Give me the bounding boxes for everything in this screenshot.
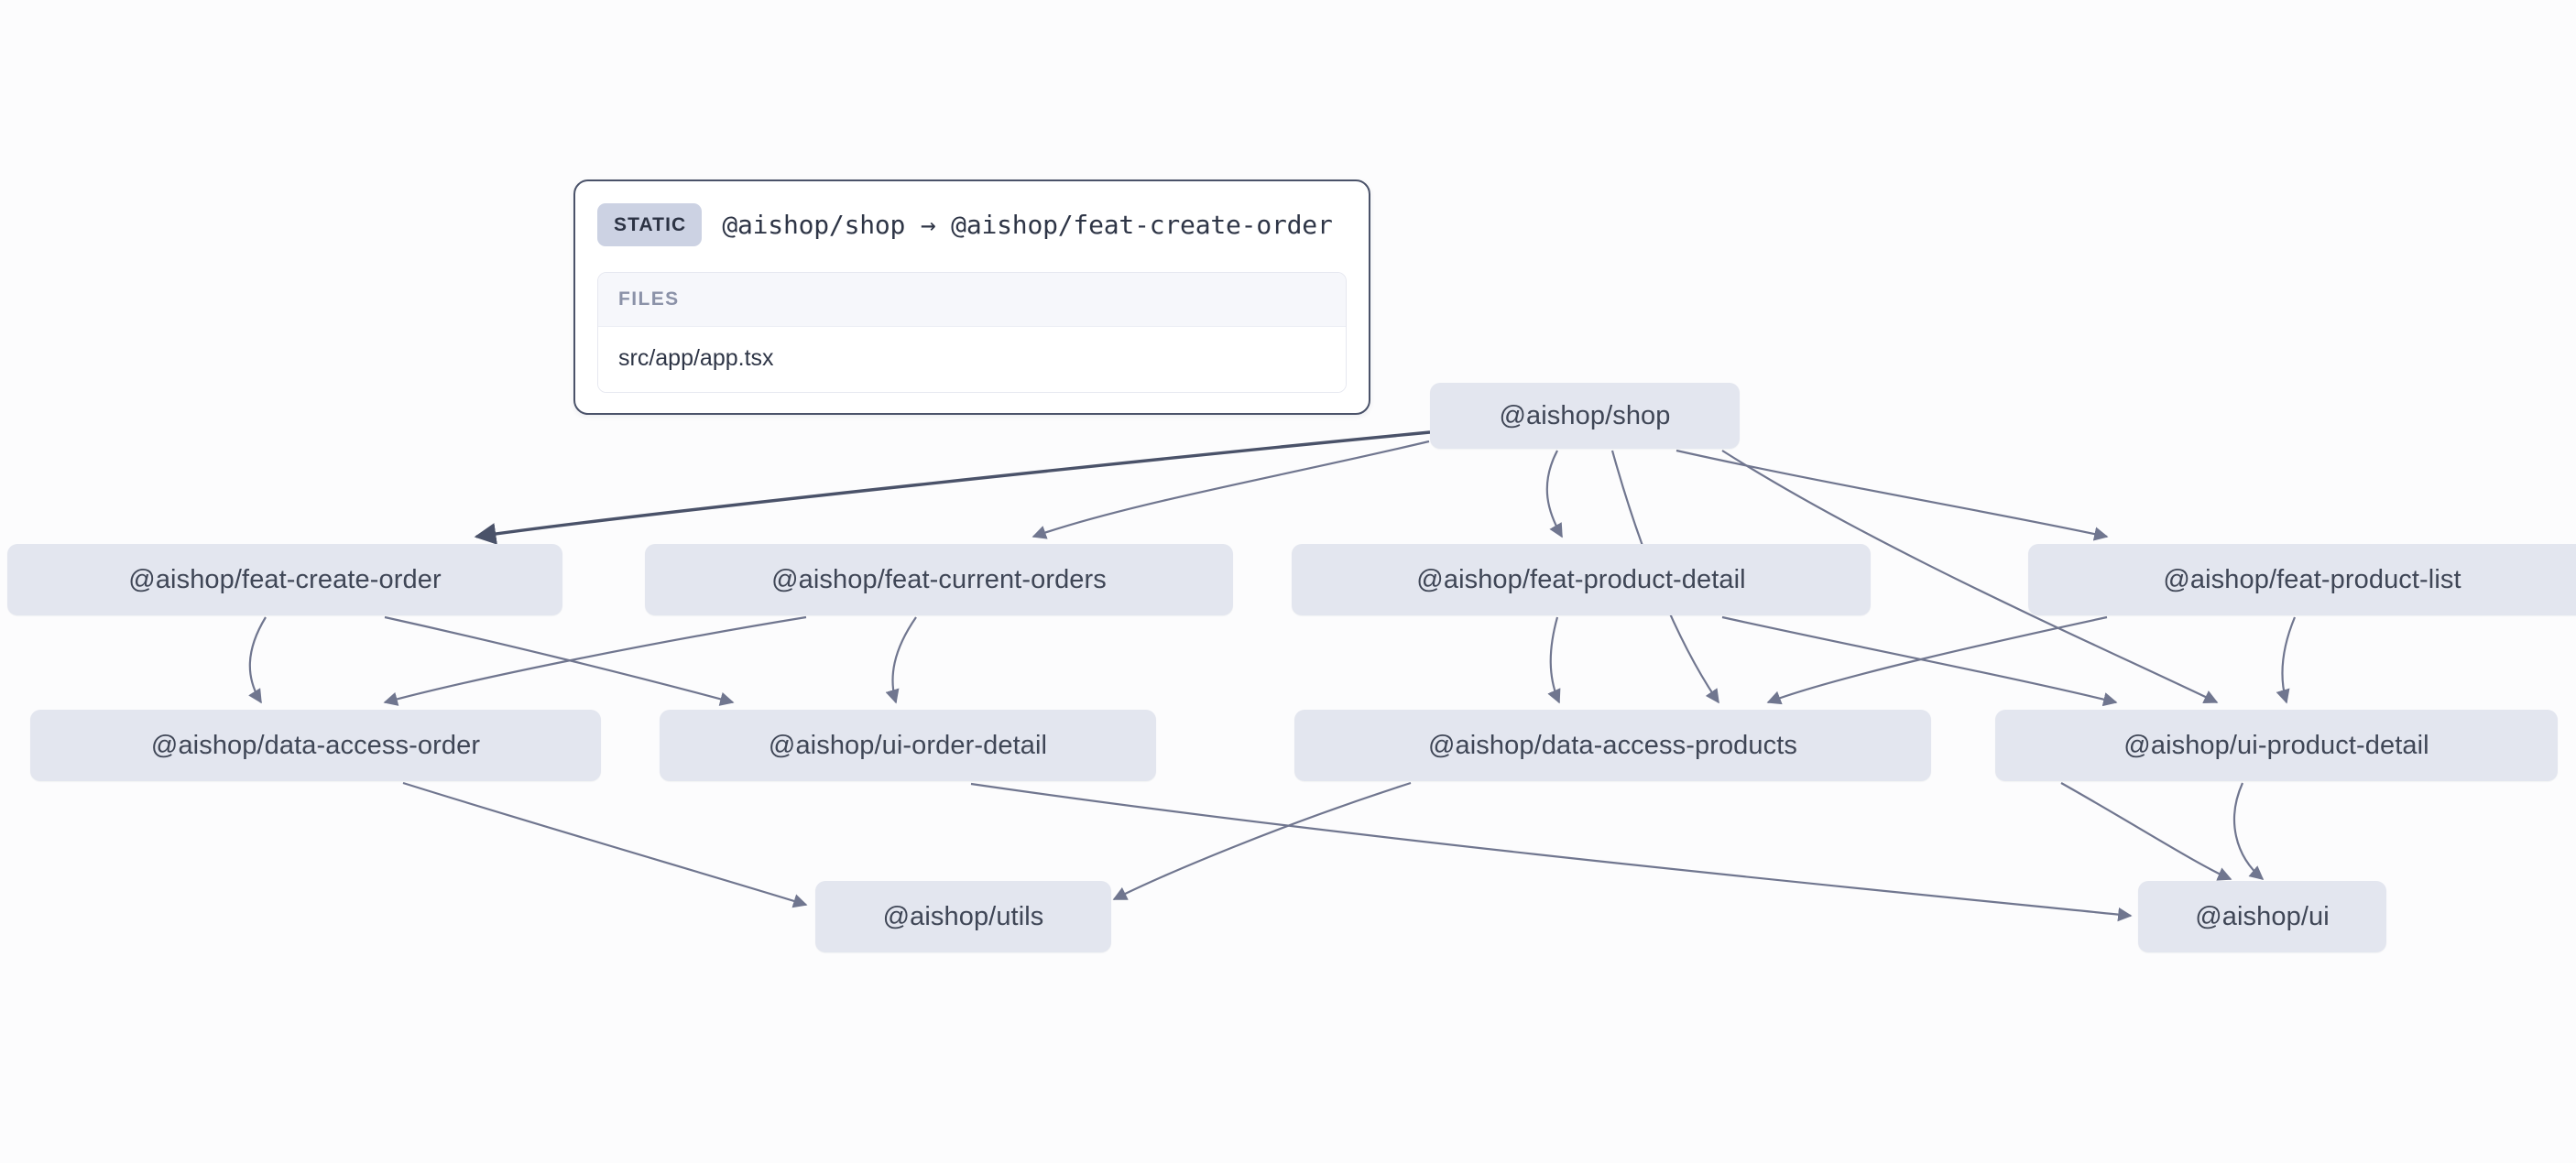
graph-edge-ui-product-detail-to-ui[interactable] [2232, 782, 2265, 880]
edge-detail-tooltip[interactable]: STATIC @aishop/shop → @aishop/feat-creat… [573, 179, 1370, 415]
graph-edge-feat-create-order-to-ui-order-detail[interactable] [384, 615, 735, 706]
graph-node-ui-order-detail[interactable]: @aishop/ui-order-detail [660, 710, 1156, 781]
graph-edge-shop-to-feat-create-order[interactable] [474, 430, 1431, 545]
graph-node-feat-create-order[interactable]: @aishop/feat-create-order [7, 544, 562, 615]
graph-edge-ui-order-detail-to-ui[interactable] [970, 782, 2133, 922]
file-row: src/app/app.tsx [598, 327, 1346, 392]
graph-node-feat-product-list[interactable]: @aishop/feat-product-list [2028, 544, 2576, 615]
files-panel: FILES src/app/app.tsx [597, 272, 1347, 393]
graph-edge-feat-product-detail-to-data-access-products[interactable] [1547, 616, 1561, 704]
status-badge: STATIC [597, 203, 703, 246]
graph-node-shop[interactable]: @aishop/shop [1430, 383, 1740, 449]
files-list: src/app/app.tsx [598, 327, 1346, 392]
graph-edge-feat-product-list-to-ui-product-detail[interactable] [2276, 616, 2297, 704]
graph-edge-feat-product-detail-to-ui-product-detail[interactable] [1721, 615, 2118, 707]
graph-edge-shop-to-feat-current-orders[interactable] [1031, 440, 1430, 539]
tooltip-title: @aishop/shop → @aishop/feat-create-order [722, 210, 1333, 240]
graph-node-utils[interactable]: @aishop/utils [815, 881, 1111, 952]
graph-edge-feat-current-orders-to-data-access-order[interactable] [383, 615, 807, 706]
graph-edge-feat-current-orders-to-ui-order-detail[interactable] [885, 616, 917, 704]
graph-edge-data-access-order-to-utils[interactable] [402, 781, 808, 908]
graph-edge-feat-product-list-to-data-access-products[interactable] [1766, 615, 2108, 705]
files-panel-header: FILES [598, 273, 1346, 327]
graph-node-data-access-order[interactable]: @aishop/data-access-order [30, 710, 601, 781]
graph-node-data-access-products[interactable]: @aishop/data-access-products [1294, 710, 1931, 781]
graph-edge-ui-product-detail-to-ui[interactable] [2060, 782, 2232, 881]
graph-edge-feat-create-order-to-data-access-order[interactable] [248, 616, 267, 704]
graph-node-feat-product-detail[interactable]: @aishop/feat-product-detail [1292, 544, 1871, 615]
graph-edge-data-access-products-to-utils[interactable] [1112, 781, 1412, 900]
graph-node-ui[interactable]: @aishop/ui [2138, 881, 2386, 952]
graph-edge-shop-to-feat-product-list[interactable] [1675, 449, 2109, 541]
graph-node-ui-product-detail[interactable]: @aishop/ui-product-detail [1995, 710, 2558, 781]
tooltip-header: STATIC @aishop/shop → @aishop/feat-creat… [597, 200, 1347, 252]
graph-edge-shop-to-feat-product-detail[interactable] [1545, 450, 1563, 538]
graph-node-feat-current-orders[interactable]: @aishop/feat-current-orders [645, 544, 1233, 615]
